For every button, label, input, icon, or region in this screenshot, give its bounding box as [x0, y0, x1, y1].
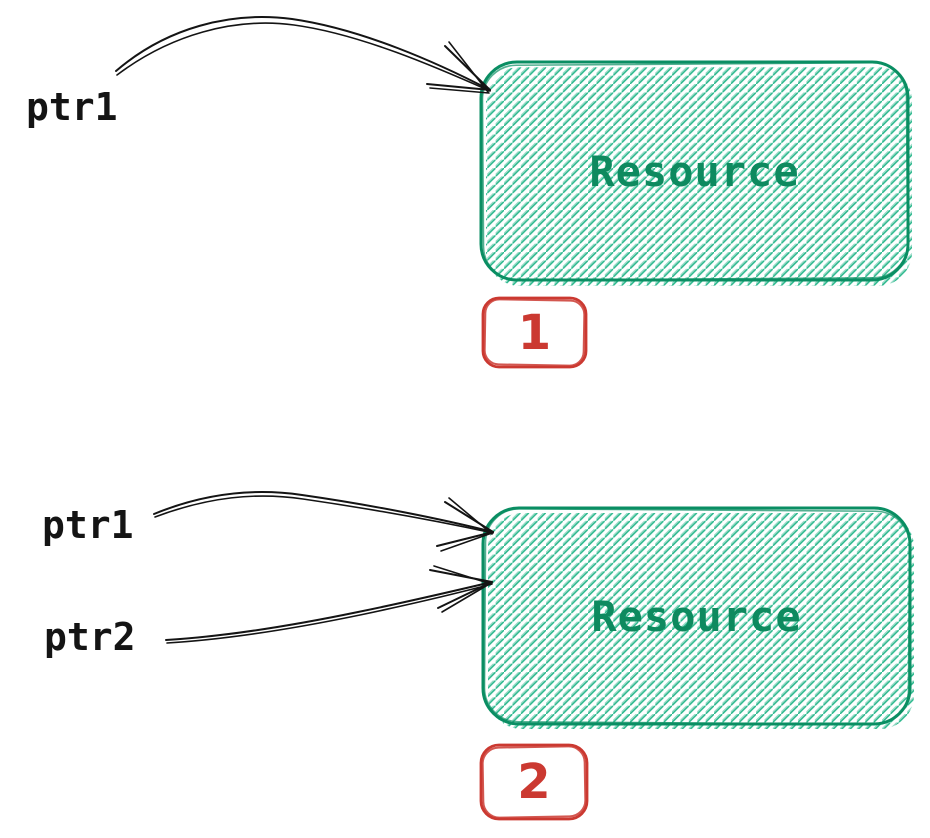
arrowhead-barb	[426, 83, 491, 91]
arrowhead-barb	[436, 531, 494, 547]
resource-box-2	[481, 506, 914, 729]
badge-border-sketch	[483, 298, 586, 367]
ref-count-badge-1	[481, 296, 588, 369]
resource-box-1	[479, 60, 912, 286]
arrowhead-barb	[437, 581, 493, 609]
ref-count-value-scene1: 1	[517, 304, 552, 361]
arrow-shaft-sketch	[154, 495, 494, 534]
arrowhead-barb-sketch	[433, 565, 492, 585]
arrowhead-barb-sketch	[440, 532, 493, 552]
arrow-shaft	[165, 581, 493, 641]
arrow-shaft-sketch	[116, 22, 491, 92]
badge-border	[481, 296, 588, 369]
arrow-shaft-sketch	[166, 583, 493, 644]
arrow-shaft	[115, 16, 491, 91]
resource-box-2-hatch	[488, 513, 914, 729]
arrowhead-barb-sketch	[429, 87, 490, 94]
pointer-label-ptr1-scene2: ptr1	[42, 503, 134, 547]
resource-box-2-border	[481, 506, 912, 726]
pointer-arrow-2-scene2	[165, 565, 493, 644]
pointer-arrow-1-scene2	[153, 491, 494, 552]
arrowhead-barb	[444, 45, 491, 91]
resource-box-2-border-sketch	[483, 507, 911, 726]
arrowhead-barb-sketch	[448, 497, 493, 535]
resource-box-1-hatch	[486, 67, 912, 286]
arrowhead-barb	[429, 569, 493, 583]
pointer-arrow-1-scene1	[115, 16, 491, 94]
resource-label-scene2: Resource	[591, 591, 802, 641]
arrowhead-barb-sketch	[448, 41, 489, 93]
arrow-shaft	[153, 491, 494, 533]
resource-box-1-border	[479, 60, 910, 282]
pointer-label-ptr1-scene1: ptr1	[26, 85, 118, 129]
arrowhead-barb-sketch	[441, 582, 492, 613]
badge-border-sketch	[481, 745, 587, 819]
ref-count-badge-2	[479, 743, 589, 821]
badge-border	[479, 743, 589, 821]
ref-count-value-scene2: 2	[517, 754, 551, 810]
resource-label-scene1: Resource	[589, 146, 800, 196]
pointer-label-ptr2-scene2: ptr2	[44, 615, 136, 659]
arrowhead-barb	[444, 501, 494, 533]
resource-box-1-border-sketch	[481, 61, 909, 282]
